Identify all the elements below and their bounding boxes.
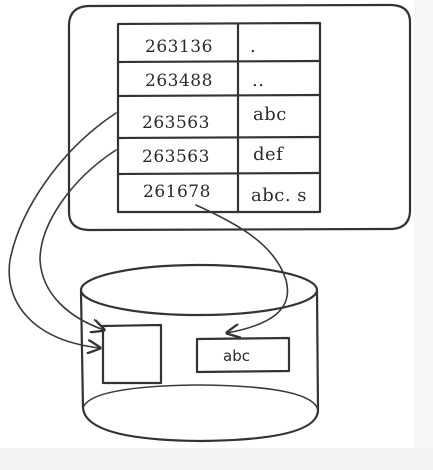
file-name: def [253, 144, 284, 165]
table-row: 263136 . [145, 36, 256, 57]
right-margin-band [414, 0, 433, 470]
file-name: abc. s [251, 185, 307, 206]
table-row: 263563 abc [142, 104, 287, 133]
symlink-arrow [195, 204, 289, 333]
inode-number: 263563 [142, 113, 210, 133]
inode-number: 263488 [145, 71, 213, 91]
disk-right-side [315, 289, 320, 412]
hardlink-arrow-abc [8, 112, 117, 348]
inode-number: 261678 [143, 182, 211, 202]
inode-number: 263136 [145, 37, 213, 57]
inode-number: 263563 [142, 147, 210, 167]
data-block: abc [195, 336, 291, 374]
disk-cylinder [79, 263, 320, 443]
disk-bottom-back [82, 384, 319, 411]
disk-left-side [79, 290, 85, 410]
file-name: . [250, 36, 256, 57]
table-row: 263563 def [142, 144, 284, 167]
bottom-margin-band [0, 448, 433, 470]
table-row: 263488 .. [145, 70, 264, 91]
directory-table: 263136 . 263488 .. 263563 abc 263563 def… [116, 21, 322, 214]
table-row: 261678 abc. s [143, 182, 307, 206]
disk-bottom-front [81, 406, 320, 443]
inode-block [101, 323, 163, 385]
data-block-label: abc [223, 347, 250, 365]
file-name: abc [253, 104, 287, 125]
file-name: .. [252, 70, 264, 91]
hardlink-arrow-def [39, 149, 117, 330]
directory-frame [67, 3, 412, 232]
